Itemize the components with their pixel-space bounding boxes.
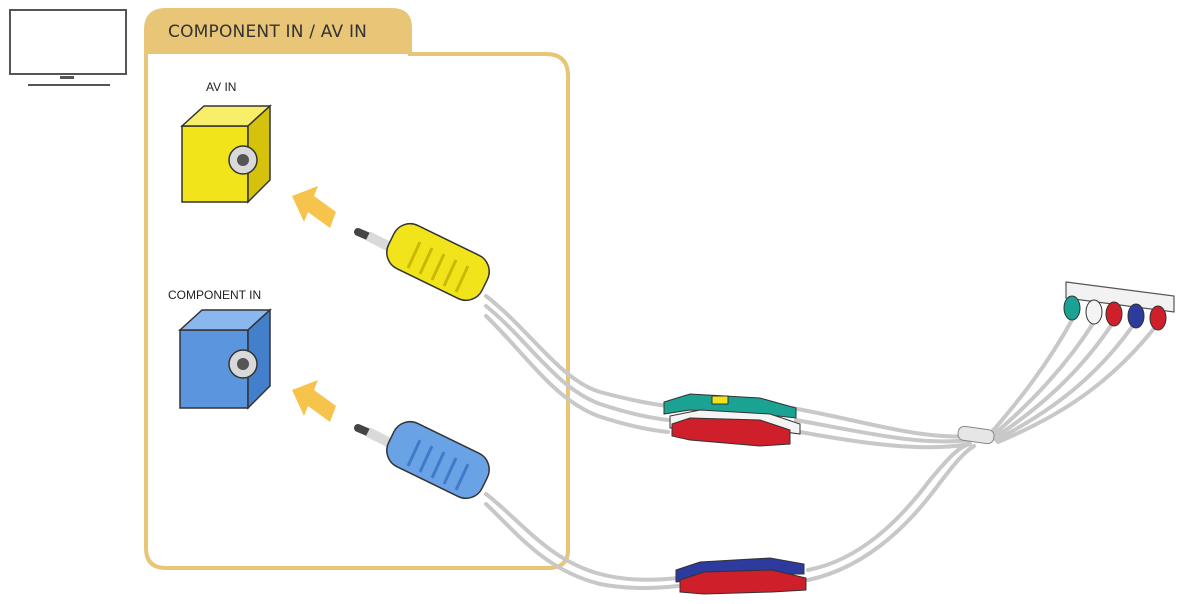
cable-clip xyxy=(957,425,995,445)
blue-component-plug xyxy=(354,420,490,500)
panel-title: COMPONENT IN / AV IN xyxy=(168,22,368,42)
cables xyxy=(484,294,1158,590)
component-in-jack xyxy=(178,308,272,410)
rca-plug-bundle-upper xyxy=(663,393,801,447)
av-in-label: AV IN xyxy=(206,80,237,94)
yellow-av-plug xyxy=(354,222,490,302)
insert-arrow-icon xyxy=(292,186,336,422)
tv-icon xyxy=(9,9,127,86)
source-device-panel xyxy=(1063,281,1175,331)
av-in-jack xyxy=(180,104,272,204)
component-in-label: COMPONENT IN xyxy=(168,288,262,302)
rca-plug-bundle-lower xyxy=(675,557,807,595)
